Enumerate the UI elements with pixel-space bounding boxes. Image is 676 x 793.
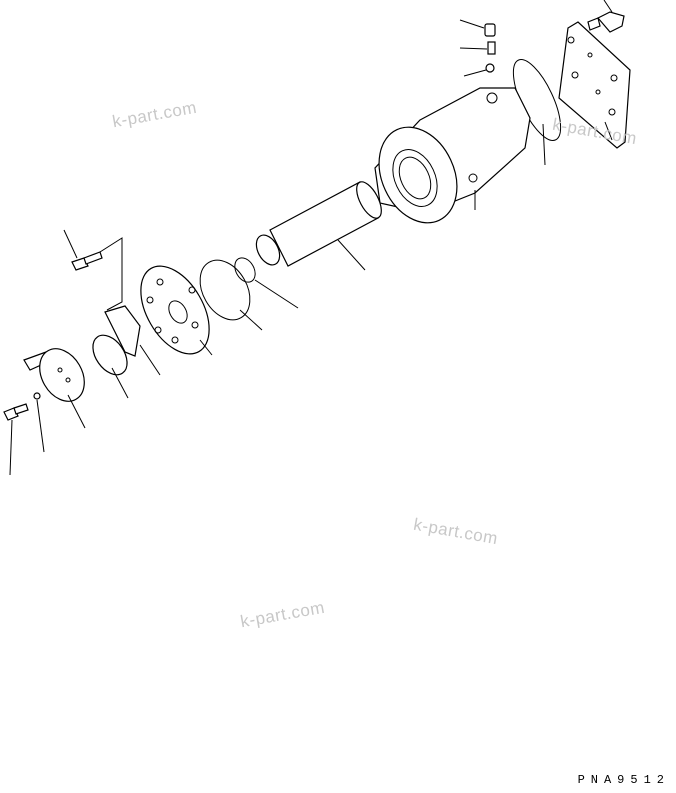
valve-parts — [459, 19, 496, 77]
rotor-shaft — [255, 181, 382, 271]
bolt-retainer — [63, 229, 161, 376]
cover-bolt — [587, 0, 625, 33]
motor-housing — [374, 87, 531, 224]
end-cover — [23, 348, 86, 429]
flange-plate — [140, 265, 213, 356]
o-rings-medium-small — [199, 257, 299, 331]
seal-ring — [92, 334, 129, 399]
drawing-code: PNA9512 — [577, 773, 670, 787]
cover-plate — [558, 21, 631, 149]
end-bolt-washer — [3, 392, 45, 476]
